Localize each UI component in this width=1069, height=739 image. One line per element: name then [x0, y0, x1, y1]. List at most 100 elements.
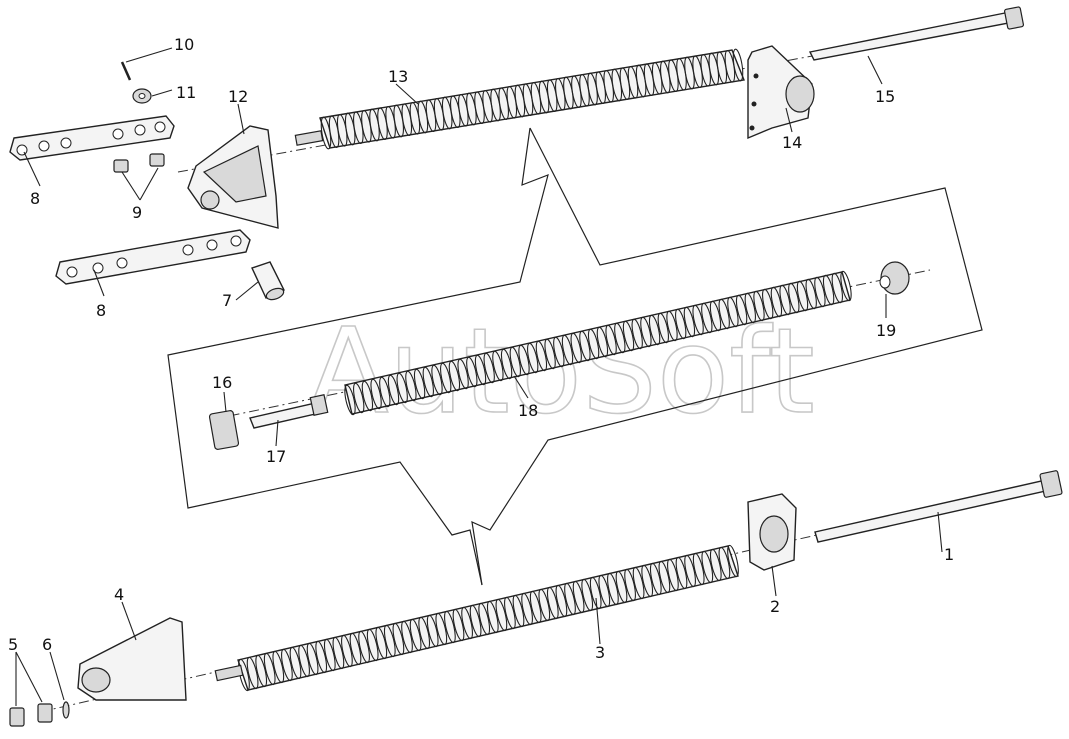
spring-coil — [349, 632, 362, 666]
part-6-washer — [62, 701, 70, 719]
part-8-plate-lower — [55, 229, 251, 285]
part-11-washer — [132, 88, 152, 104]
spring-coil — [518, 344, 530, 376]
spring-coil — [796, 280, 809, 312]
spring-coil — [570, 332, 582, 364]
spring-coil — [379, 376, 391, 408]
spring-coil — [281, 648, 293, 682]
spring-coil — [657, 312, 669, 344]
spring-coil — [579, 330, 591, 362]
spring-coil — [353, 382, 365, 414]
spring-coil — [358, 630, 370, 664]
spring-coil — [701, 302, 713, 334]
spring-coil — [762, 288, 774, 320]
spring-coil — [527, 342, 539, 374]
callout-19: 19 — [876, 321, 896, 340]
spring-coil — [306, 642, 319, 676]
spring-coil — [418, 616, 431, 650]
callout-2: 2 — [770, 597, 780, 616]
spring-coil — [535, 340, 548, 372]
spring-coil — [546, 586, 559, 620]
part-1-bolt — [814, 470, 1063, 543]
spring-coil — [431, 364, 443, 396]
spring-coil — [375, 626, 388, 660]
spring-coil — [779, 284, 791, 316]
spring-coil — [544, 338, 556, 370]
spring-coil — [461, 606, 473, 640]
callout-16: 16 — [212, 373, 232, 392]
spring-coil — [735, 294, 748, 326]
spring-coil — [289, 646, 302, 680]
spring-coil — [509, 346, 521, 378]
spring-coil — [648, 314, 661, 346]
callout-18: 18 — [518, 401, 538, 420]
spring-coil — [405, 370, 417, 402]
part-13-spring — [294, 48, 745, 150]
spring-coil — [598, 574, 611, 608]
spring-coil — [366, 628, 379, 662]
part-5-nuts — [9, 703, 53, 727]
spring-coil — [553, 336, 565, 368]
spring-coil — [675, 308, 687, 340]
spring-coil — [718, 546, 731, 580]
spring-coil — [564, 582, 576, 616]
part-18-spring — [344, 270, 852, 416]
spring-coil — [788, 282, 800, 314]
part-7-pin — [251, 261, 285, 301]
spring-coil — [770, 286, 783, 318]
part-19-bushing — [879, 261, 910, 295]
callout-1: 1 — [944, 545, 954, 564]
spring-coil — [555, 584, 568, 618]
spring-coil — [596, 326, 609, 358]
spring-coil — [709, 548, 722, 582]
spring-coil — [822, 274, 835, 306]
spring-coil — [413, 368, 426, 400]
callout-17: 17 — [266, 447, 286, 466]
callout-4: 4 — [114, 585, 124, 604]
spring-coil — [483, 352, 495, 384]
callout-6: 6 — [42, 635, 52, 654]
spring-coil — [727, 296, 739, 328]
spring-coil — [486, 600, 499, 634]
spring-coil — [666, 310, 678, 342]
spring-coil — [732, 48, 744, 82]
spring-coil — [457, 358, 469, 390]
bottom-assembly — [9, 470, 1063, 727]
spring-coil — [435, 612, 448, 646]
spring-coil — [492, 350, 504, 382]
part-4-bracket — [77, 617, 187, 701]
callout-5: 5 — [8, 635, 18, 654]
spring-coil — [632, 566, 645, 600]
spring-coil — [512, 594, 525, 628]
spring-coil — [263, 652, 276, 686]
top-assembly — [9, 6, 1025, 301]
callout-labels: 1 2 3 4 5 6 7 8 8 9 10 11 12 13 14 15 16… — [8, 35, 954, 662]
callout-7: 7 — [222, 291, 232, 310]
spring-coil — [614, 322, 626, 354]
spring-coil — [387, 374, 400, 406]
spring-coil — [624, 568, 636, 602]
spring-coil — [840, 270, 852, 302]
callout-13: 13 — [388, 67, 408, 86]
spring-coil — [444, 610, 456, 644]
spring-coil — [255, 654, 268, 688]
callout-15: 15 — [875, 87, 895, 106]
spring-coil — [401, 620, 413, 654]
spring-coil — [341, 634, 353, 668]
zigzag-right — [471, 127, 983, 586]
part-10-pin — [120, 61, 132, 81]
part-2-bracket — [747, 493, 797, 571]
spring-coil — [452, 608, 465, 642]
spring-coil — [440, 362, 452, 394]
spring-coil — [272, 650, 285, 684]
callout-11: 11 — [176, 83, 196, 102]
spring-coil — [587, 328, 600, 360]
spring-coil — [631, 318, 643, 350]
spring-coil — [521, 592, 533, 626]
detail-boundary — [167, 127, 983, 586]
middle-assembly — [208, 261, 931, 450]
spring-coil — [675, 556, 688, 590]
spring-coil — [589, 576, 602, 610]
spring-coil — [607, 572, 619, 606]
callout-12: 12 — [228, 87, 248, 106]
